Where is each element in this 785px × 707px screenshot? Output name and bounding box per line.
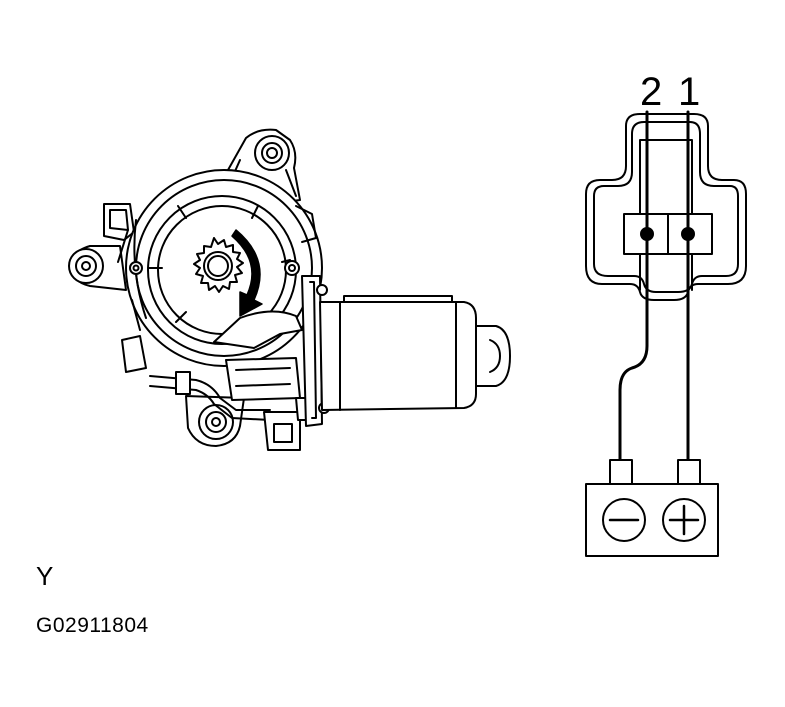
left-mounting-ear xyxy=(68,245,127,291)
negative-terminal-circle xyxy=(602,498,646,542)
connector-outer-shell xyxy=(585,113,747,301)
motor-connector xyxy=(585,113,747,301)
connector-inner-shell xyxy=(593,121,739,293)
pin-2-label: 2 xyxy=(640,70,663,114)
lower-left-bracket xyxy=(121,335,147,373)
view-label: Y xyxy=(36,561,54,591)
bottom-mounting-ear xyxy=(185,395,245,447)
wire-harness xyxy=(149,310,319,451)
output-gear xyxy=(193,237,244,293)
positive-terminal-post xyxy=(677,459,701,485)
positive-terminal-circle xyxy=(662,498,706,542)
wire-pin-2-to-negative xyxy=(618,110,649,464)
figure-code: G02911804 xyxy=(36,614,149,637)
motor-body xyxy=(319,295,511,411)
window-motor xyxy=(68,128,511,451)
negative-terminal-post xyxy=(609,459,633,485)
positive-symbol-icon xyxy=(668,504,700,536)
rotation-arrow-icon xyxy=(231,229,263,317)
pin-1-label: 1 xyxy=(678,70,701,114)
battery xyxy=(585,459,719,557)
lead-wires xyxy=(618,110,690,464)
